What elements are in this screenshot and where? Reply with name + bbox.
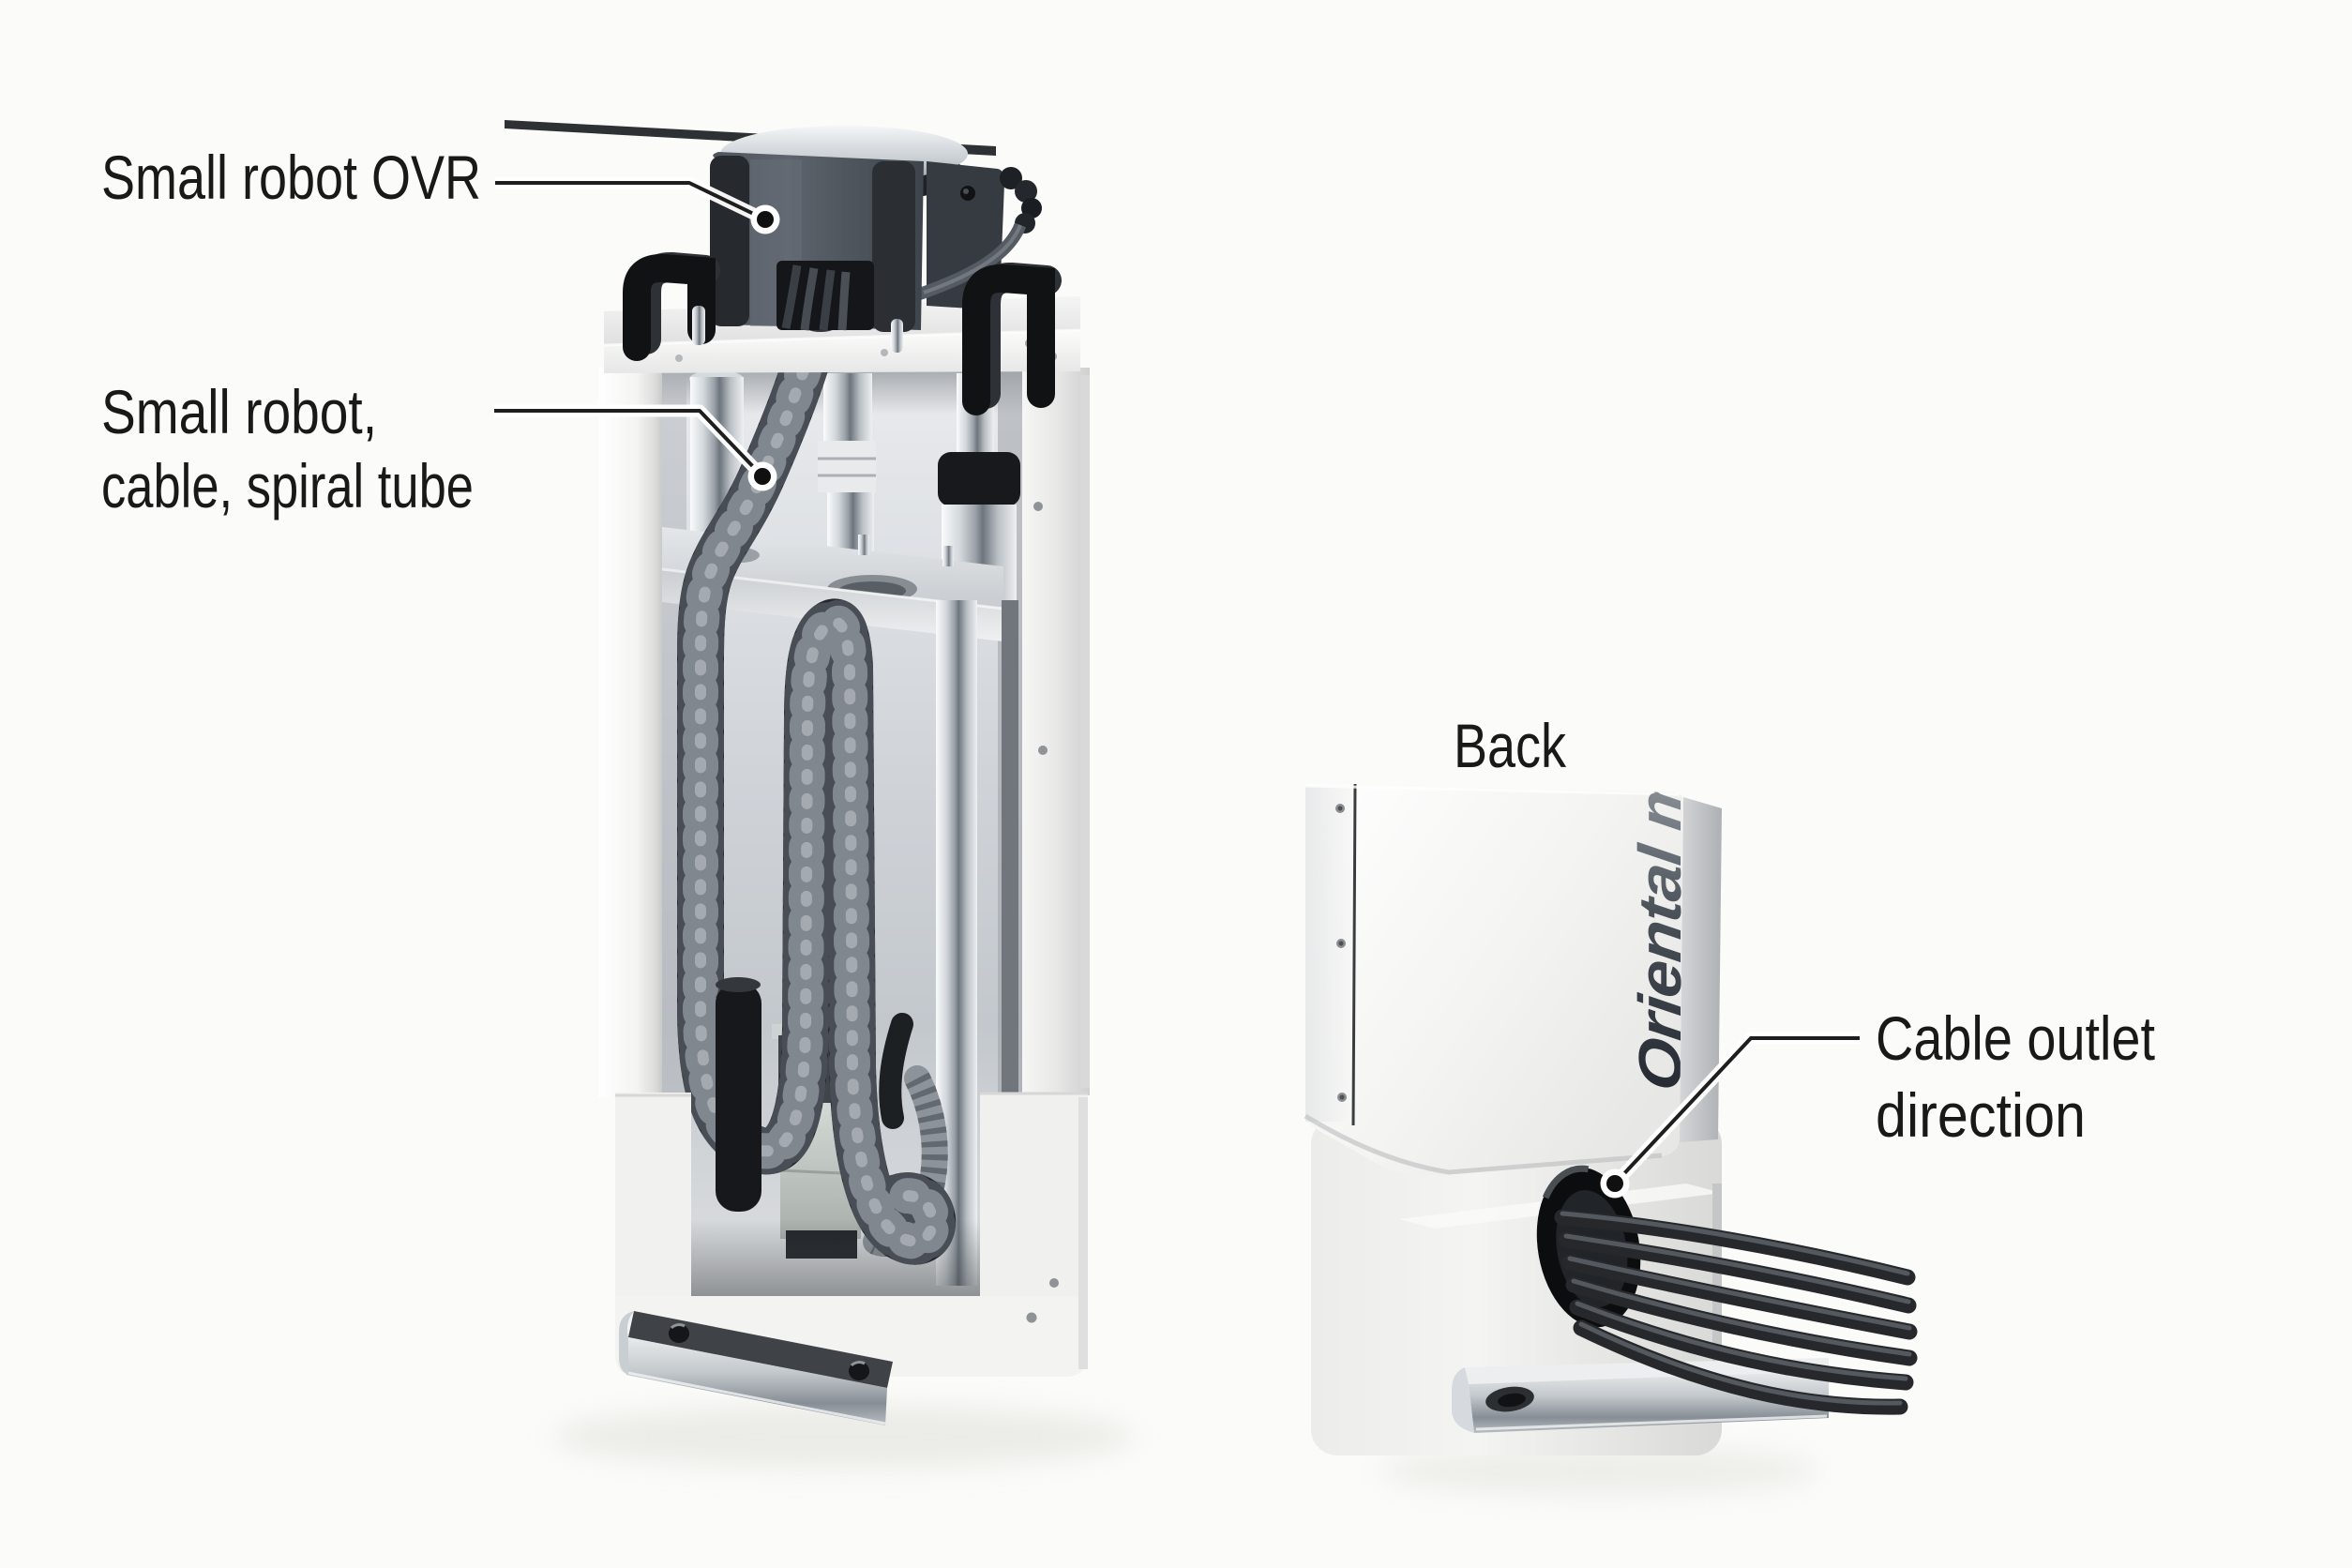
label-back: Back (1454, 711, 1567, 780)
callout-small-robot-ovr: Small robot OVR (101, 143, 780, 234)
brand-text: Oriental m (1626, 767, 1694, 1094)
motor-head (710, 152, 1042, 332)
ground-shadows (553, 1405, 1819, 1495)
leader-line (494, 409, 764, 478)
cutaway-interior (662, 371, 1022, 1305)
handle-brackets (623, 252, 1062, 415)
lead-screw (823, 373, 872, 450)
coupler (818, 441, 876, 492)
label-small-robot-ovr: Small robot OVR (101, 143, 481, 212)
cable-bundle (1554, 1209, 1918, 1415)
label-cable-outlet-line2: direction (1876, 1080, 2086, 1150)
base-bracket (619, 1311, 893, 1425)
right-unit-illustration: Oriental m (1304, 767, 1918, 1455)
housing-side-face (1680, 797, 1722, 1142)
leader-line (495, 181, 766, 221)
back-housing: Oriental m (1304, 767, 1722, 1176)
label-small-robot-cable-line1: Small robot, (101, 377, 377, 446)
panel-seam (1351, 783, 1357, 1126)
left-pillar (598, 368, 662, 1097)
housing-front-face (1305, 784, 1683, 1176)
label-cable-outlet-line1: Cable outlet (1876, 1003, 2155, 1073)
side-rail (1002, 600, 1018, 1247)
cylinder-collar (938, 452, 1020, 506)
guide-rod (716, 977, 761, 1212)
callout-small-robot-cable: Small robot, cable, spiral tube (101, 377, 777, 520)
black-cable (879, 1013, 913, 1129)
callout-cable-outlet: Cable outlet direction (1600, 1003, 2155, 1199)
spiral-tube (677, 371, 957, 1265)
right-pillar (1022, 368, 1090, 1095)
callout-back: Back (1454, 711, 1567, 780)
callouts: Small robot OVR Small robot, cable, spir… (101, 143, 2155, 1199)
left-unit-illustration (505, 120, 1090, 1425)
spring-pins (692, 306, 903, 353)
leader-line (1613, 1036, 1860, 1185)
label-small-robot-cable-line2: cable, spiral tube (101, 451, 474, 520)
